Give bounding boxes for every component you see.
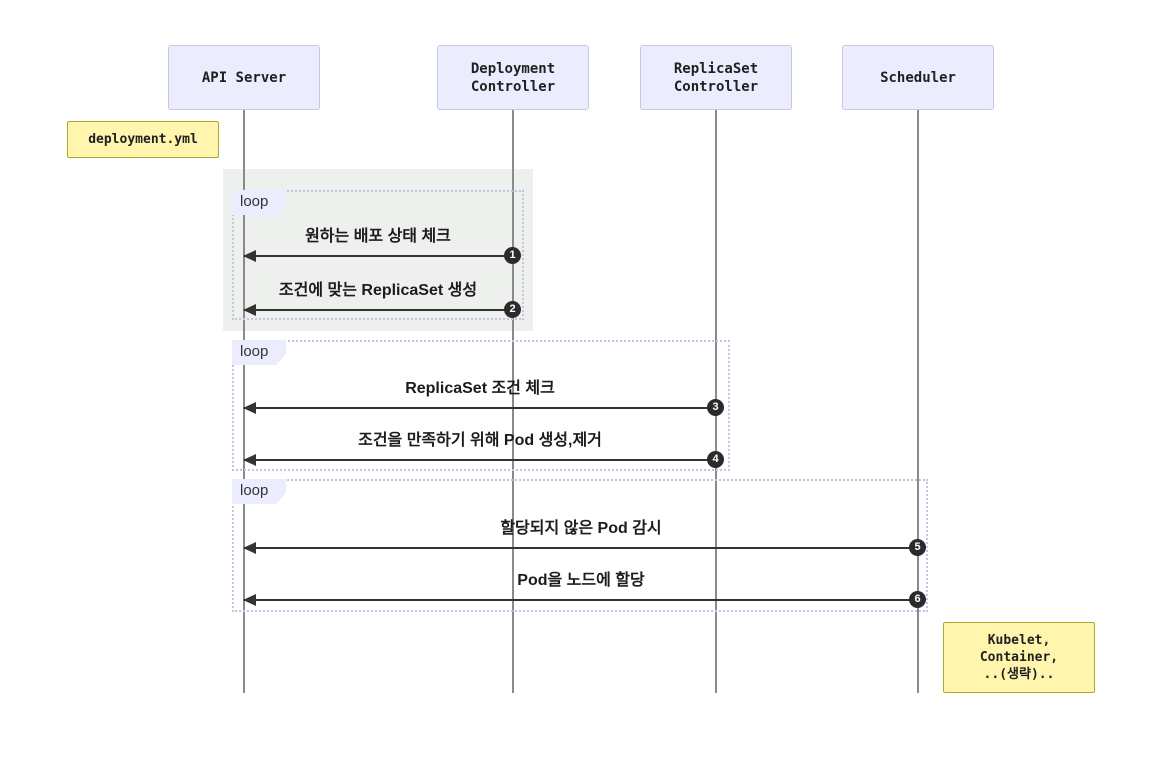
actor-replicaset-controller: ReplicaSet Controller — [640, 45, 792, 110]
message-2-label: 조건에 맞는 ReplicaSet 생성 — [278, 282, 478, 299]
message-5-seq-badge: 5 — [909, 539, 926, 556]
actor-api-server: API Server — [168, 45, 320, 110]
message-3-label: ReplicaSet 조건 체크 — [405, 380, 555, 397]
loop-frame-2: loop — [232, 340, 730, 471]
message-1-arrow — [244, 255, 513, 257]
note-deployment-yml: deployment.yml — [67, 121, 219, 158]
message-6-arrow — [244, 599, 918, 601]
message-5-label: 할당되지 않은 Pod 감시 — [500, 520, 662, 537]
message-4-label: 조건을 만족하기 위해 Pod 생성,제거 — [358, 432, 602, 449]
message-3-seq-badge: 3 — [707, 399, 724, 416]
message-5-arrow — [244, 547, 918, 549]
lifeline-api-server — [243, 110, 245, 693]
loop-frame-1: loop — [232, 190, 524, 320]
message-2-arrow — [244, 309, 513, 311]
message-5-arrowhead-icon — [243, 542, 256, 554]
lifeline-deployment-controller — [512, 110, 514, 693]
loop-label-3: loop — [232, 479, 286, 504]
actor-deployment-controller: Deployment Controller — [437, 45, 589, 110]
loop-label-2: loop — [232, 340, 286, 365]
actor-scheduler: Scheduler — [842, 45, 994, 110]
message-6-arrowhead-icon — [243, 594, 256, 606]
message-3-arrowhead-icon — [243, 402, 256, 414]
message-4-seq-badge: 4 — [707, 451, 724, 468]
message-6-label: Pod을 노드에 할당 — [517, 572, 645, 589]
message-1-arrowhead-icon — [243, 250, 256, 262]
message-1-label: 원하는 배포 상태 체크 — [305, 228, 451, 245]
lifeline-scheduler — [917, 110, 919, 693]
note-kubelet-container: Kubelet, Container, ..(생략).. — [943, 622, 1095, 693]
message-6-seq-badge: 6 — [909, 591, 926, 608]
loop-frame-3: loop — [232, 479, 928, 612]
message-4-arrowhead-icon — [243, 454, 256, 466]
message-3-arrow — [244, 407, 716, 409]
message-1-seq-badge: 1 — [504, 247, 521, 264]
message-2-seq-badge: 2 — [504, 301, 521, 318]
loop-label-1: loop — [232, 190, 286, 215]
message-4-arrow — [244, 459, 716, 461]
message-2-arrowhead-icon — [243, 304, 256, 316]
